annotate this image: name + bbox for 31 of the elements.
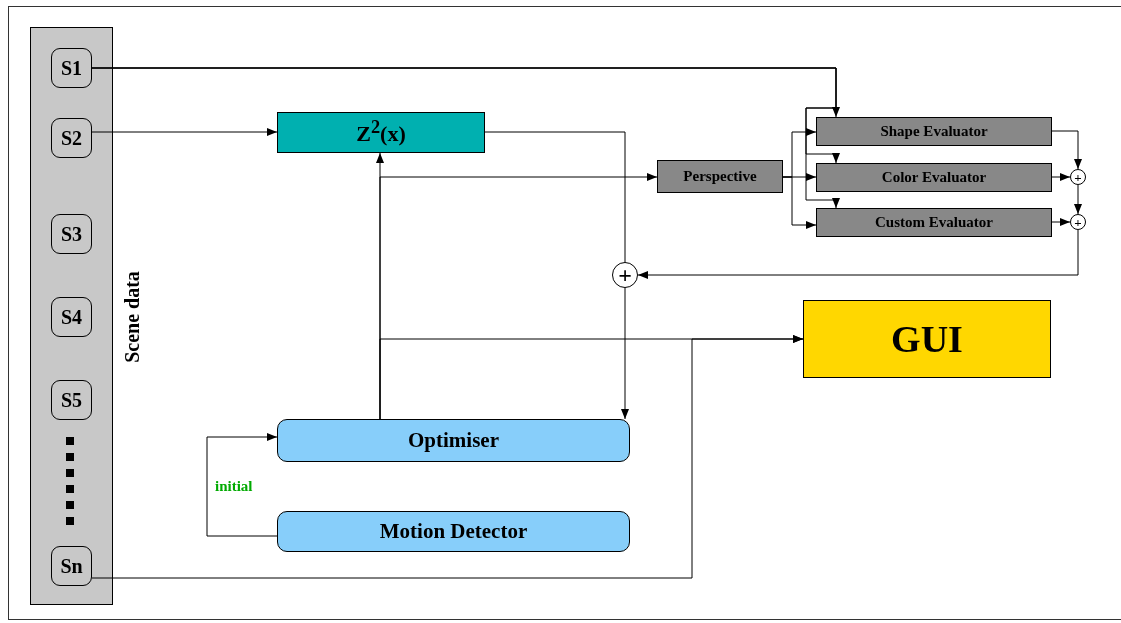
sum-circle: + xyxy=(612,262,638,288)
arrow xyxy=(782,176,817,229)
arrow xyxy=(1051,130,1082,170)
arrow xyxy=(91,128,278,136)
evaluator-box: Shape Evaluator xyxy=(816,117,1052,146)
arrow xyxy=(1074,184,1082,215)
process-box: Optimiser xyxy=(277,419,630,462)
edge-label: initial xyxy=(215,478,253,495)
arrow xyxy=(621,287,629,420)
process-box: Perspective xyxy=(657,160,783,193)
sum-circle: + xyxy=(1070,169,1086,185)
source-box: S2 xyxy=(51,118,92,158)
source-box: S1 xyxy=(51,48,92,88)
panel-title: Scene data xyxy=(121,270,144,365)
data-panel xyxy=(30,27,113,605)
sum-circle: + xyxy=(1070,214,1086,230)
arrow xyxy=(637,229,1079,279)
evaluator-box: Color Evaluator xyxy=(816,163,1052,192)
source-box: S4 xyxy=(51,297,92,337)
arrow xyxy=(1051,173,1071,181)
arrow xyxy=(91,67,840,209)
arrow xyxy=(206,433,278,537)
function-box: Z$^{2}$(x) xyxy=(277,112,485,153)
evaluator-box: Custom Evaluator xyxy=(816,208,1052,237)
source-box: S3 xyxy=(51,214,92,254)
arrow xyxy=(1051,218,1071,226)
arrow xyxy=(91,335,804,579)
source-box: Sn xyxy=(51,546,92,586)
source-box: S5 xyxy=(51,380,92,420)
gui-box: GUI xyxy=(803,300,1051,378)
process-box: Motion Detector xyxy=(277,511,630,552)
